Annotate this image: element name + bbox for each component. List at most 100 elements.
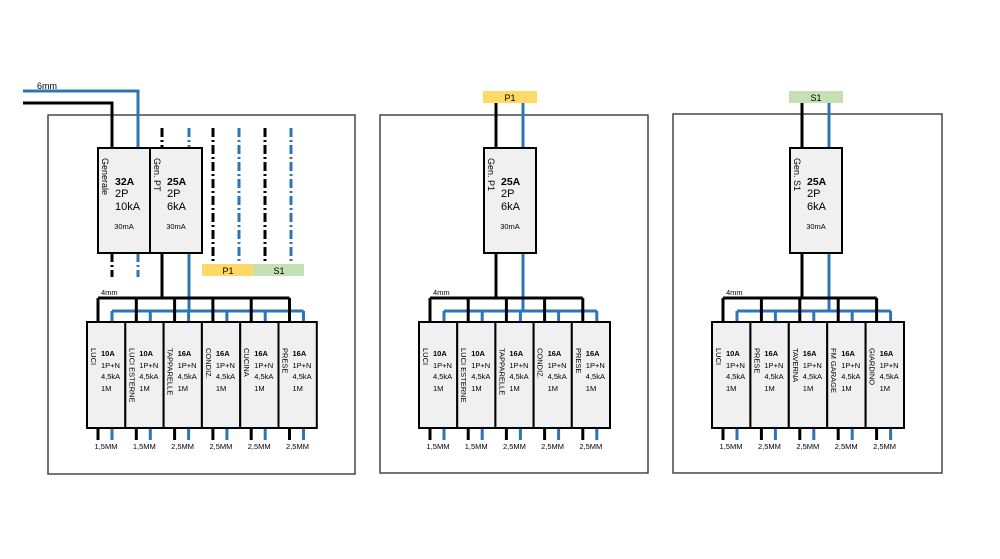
module-cable-section: 1,5MM xyxy=(720,442,743,451)
module-circuit-name: LUCI xyxy=(89,348,98,365)
module-size: 1M xyxy=(726,384,736,393)
module-circuit-name: TAPPARELLE xyxy=(497,348,506,395)
main-breaker-rating: 25A xyxy=(501,176,521,188)
busbar-cable-label: 4mm xyxy=(433,288,450,297)
main-breaker-poles: 2P xyxy=(807,188,820,200)
module-size: 1M xyxy=(254,384,264,393)
module-rating: 16A xyxy=(254,349,268,358)
incoming-tag-s1 xyxy=(789,91,843,103)
module-circuit-name: LUCI ESTERNE xyxy=(459,348,468,403)
module-circuit-name: PRESE xyxy=(574,348,583,373)
module-size: 1M xyxy=(101,384,111,393)
breaker-module-condiz xyxy=(200,321,242,429)
module-circuit-name: CUCINA xyxy=(242,348,251,377)
module-rating: 10A xyxy=(471,349,485,358)
module-rating: 16A xyxy=(178,349,192,358)
module-rating: 10A xyxy=(433,349,447,358)
main-breaker-gen-s1 xyxy=(789,147,843,254)
breaker-module-prese xyxy=(749,321,790,429)
incoming-tag-label: P1 xyxy=(504,93,515,103)
module-poles: 1P+N xyxy=(139,361,158,370)
main-breaker-residual-current: 30mA xyxy=(166,222,186,231)
module-cable-section: 1,5MM xyxy=(427,442,450,451)
outgoing-tag-p1 xyxy=(202,264,253,276)
module-circuit-name: TAPPARELLE xyxy=(166,348,175,395)
module-poles: 1P+N xyxy=(509,361,528,370)
breaker-module-luci xyxy=(418,321,459,429)
module-cable-section: 1,5MM xyxy=(133,442,156,451)
module-poles: 1P+N xyxy=(101,361,120,370)
main-breaker-name: Gen. S1 xyxy=(792,158,802,191)
breaker-module-tapparelle xyxy=(162,321,203,429)
main-breaker-breaking-capacity: 6kA xyxy=(501,201,521,213)
module-circuit-name: LUCI xyxy=(421,348,430,365)
module-cable-section: 2,5MM xyxy=(796,442,819,451)
module-breaking-capacity: 4,5kA xyxy=(803,372,822,381)
module-cable-section: 2,5MM xyxy=(248,442,271,451)
module-poles: 1P+N xyxy=(254,361,273,370)
module-size: 1M xyxy=(433,384,443,393)
module-cable-section: 2,5MM xyxy=(541,442,564,451)
module-circuit-name: LUCI ESTERNE xyxy=(127,348,136,403)
module-circuit-name: GIARDINO xyxy=(868,348,877,385)
module-breaking-capacity: 4,5kA xyxy=(548,372,567,381)
breaker-module-luci xyxy=(86,321,127,429)
module-circuit-name: PRESE xyxy=(752,348,761,373)
module-rating: 16A xyxy=(548,349,562,358)
module-cable-section: 2,5MM xyxy=(171,442,194,451)
module-breaking-capacity: 4,5kA xyxy=(841,372,860,381)
module-breaking-capacity: 4,5kA xyxy=(293,372,312,381)
main-breaker-rating: 32A xyxy=(115,176,135,188)
main-breaker-breaking-capacity: 6kA xyxy=(167,201,187,213)
module-rating: 16A xyxy=(841,349,855,358)
breaker-module-luci xyxy=(711,321,752,429)
module-breaking-capacity: 4,5kA xyxy=(216,372,235,381)
main-breaker-rating: 25A xyxy=(807,176,827,188)
module-rating: 10A xyxy=(139,349,153,358)
module-cable-section: 2,5MM xyxy=(503,442,526,451)
module-cable-section: 2,5MM xyxy=(286,442,309,451)
module-poles: 1P+N xyxy=(586,361,605,370)
breaker-module-luci-esterne xyxy=(124,321,165,429)
incoming-tag-p1 xyxy=(483,91,537,103)
breaker-module-prese xyxy=(277,321,318,429)
outgoing-tag-p1-label: P1 xyxy=(222,266,233,276)
module-breaking-capacity: 4,5kA xyxy=(471,372,490,381)
module-cable-section: 2,5MM xyxy=(579,442,602,451)
wiring xyxy=(23,89,893,440)
module-breaking-capacity: 4,5kA xyxy=(586,372,605,381)
module-size: 1M xyxy=(216,384,226,393)
main-breaker-rating: 25A xyxy=(167,176,187,188)
breaker-boxes xyxy=(86,91,905,429)
main-breaker-residual-current: 30mA xyxy=(500,222,520,231)
module-size: 1M xyxy=(764,384,774,393)
module-breaking-capacity: 4,5kA xyxy=(178,372,197,381)
main-breaker-residual-current: 30mA xyxy=(806,222,826,231)
main-breaker-gen-p1 xyxy=(483,147,537,254)
module-circuit-name: LUCI xyxy=(714,348,723,365)
module-cable-section: 1,5MM xyxy=(95,442,118,451)
module-rating: 16A xyxy=(216,349,230,358)
module-breaking-capacity: 4,5kA xyxy=(726,372,745,381)
main-breaker-name: Gen. P1 xyxy=(486,158,496,191)
module-poles: 1P+N xyxy=(216,361,235,370)
module-cable-section: 2,5MM xyxy=(758,442,781,451)
module-poles: 1P+N xyxy=(293,361,312,370)
module-poles: 1P+N xyxy=(764,361,783,370)
busbar-cable-label: 4mm xyxy=(101,288,118,297)
module-breaking-capacity: 4,5kA xyxy=(433,372,452,381)
main-breaker-breaking-capacity: 10kA xyxy=(115,201,141,213)
main-breaker-name: Generale xyxy=(100,158,110,195)
module-poles: 1P+N xyxy=(726,361,745,370)
module-cable-section: 2,5MM xyxy=(835,442,858,451)
module-size: 1M xyxy=(178,384,188,393)
module-cable-section: 2,5MM xyxy=(209,442,232,451)
module-breaking-capacity: 4,5kA xyxy=(139,372,158,381)
module-size: 1M xyxy=(841,384,851,393)
breaker-module-luci-esterne xyxy=(456,321,497,429)
module-cable-section: 2,5MM xyxy=(873,442,896,451)
module-circuit-name: TAVERNA xyxy=(791,348,800,382)
module-rating: 16A xyxy=(764,349,778,358)
module-circuit-name: CONDIZ. xyxy=(204,348,213,379)
